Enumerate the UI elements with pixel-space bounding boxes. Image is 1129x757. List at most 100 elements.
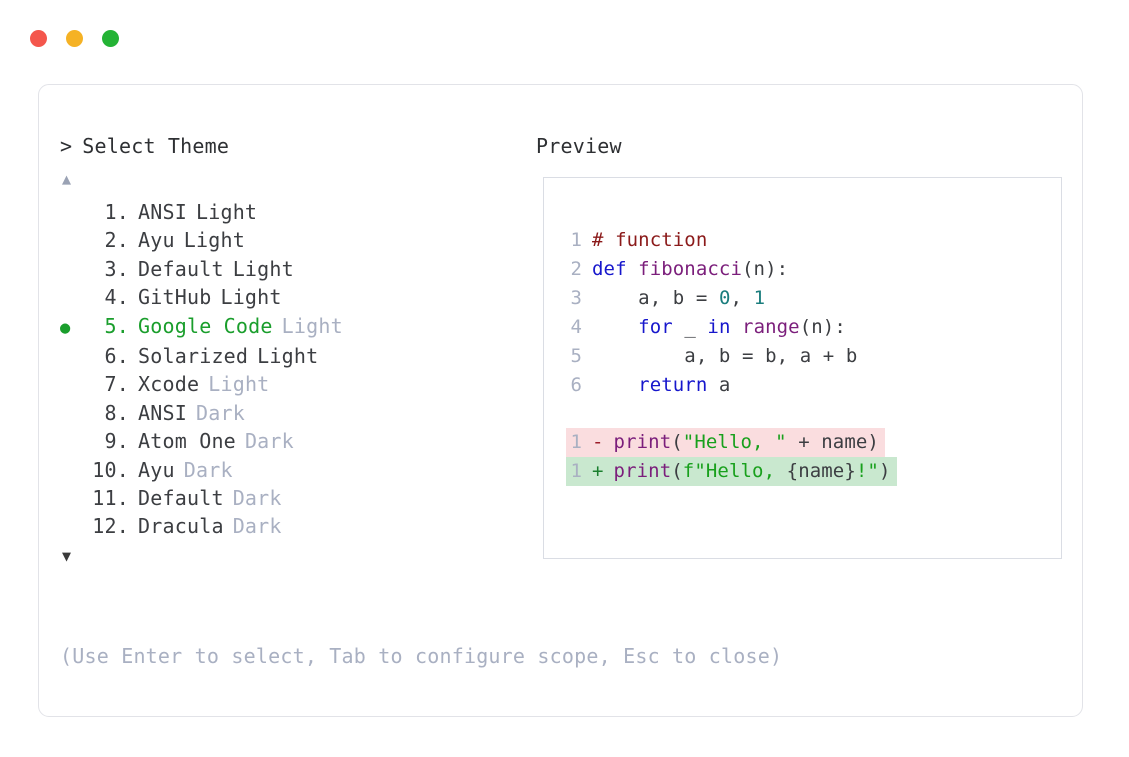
theme-item-variant: Light: [195, 200, 258, 224]
diff-line-removed: 1-print("Hello, " + name): [566, 428, 885, 457]
theme-list-item[interactable]: 2. Ayu Light: [60, 226, 530, 254]
theme-item-number: 1.: [92, 200, 129, 224]
code-token: {name}: [786, 460, 856, 482]
theme-list-item[interactable]: 12. Dracula Dark: [60, 512, 530, 540]
theme-item-variant: Dark: [183, 457, 233, 482]
selected-bullet-icon: ●: [60, 317, 71, 338]
scroll-up-icon[interactable]: ▲: [62, 170, 72, 188]
theme-item-number: 9.: [92, 429, 129, 454]
line-number: 1: [570, 431, 582, 453]
theme-item-variant: Light: [208, 372, 270, 397]
code-token: (: [671, 431, 683, 453]
theme-item-name: GitHub: [138, 285, 212, 310]
theme-list-item[interactable]: 9. Atom One Dark: [60, 427, 530, 455]
code-line: 5 a, b = b, a + b: [566, 342, 857, 371]
code-token: (n):: [799, 316, 846, 338]
diff-line-text: print(f"Hello, {name}!"): [614, 457, 897, 486]
theme-item-number: 12.: [92, 514, 129, 539]
theme-list-item[interactable]: 11. Default Dark: [60, 484, 530, 512]
prompt-caret-icon: >: [60, 134, 73, 158]
code-line-text: a, b = 0, 1: [592, 284, 765, 313]
code-token: ,: [730, 287, 754, 309]
diff-sign: +: [592, 460, 604, 482]
code-token: "Hello,: [694, 460, 787, 482]
code-token: range: [742, 316, 800, 338]
theme-item-variant: Dark: [232, 514, 282, 539]
diff-line-added: 1+print(f"Hello, {name}!"): [566, 457, 897, 486]
code-token: def: [592, 258, 639, 280]
line-number: 1: [570, 229, 582, 251]
scroll-down-icon[interactable]: ▼: [62, 546, 72, 565]
code-token: !": [855, 460, 879, 482]
code-token: ): [878, 460, 891, 482]
line-number: 2: [570, 258, 582, 280]
theme-item-number: 5.: [92, 313, 129, 338]
theme-list-item[interactable]: 1. ANSI Light: [60, 198, 530, 226]
close-dot[interactable]: [30, 30, 47, 47]
code-line: 6 return a: [566, 371, 730, 400]
code-token: "Hello, ": [682, 431, 787, 453]
preview-label: Preview: [536, 134, 622, 158]
theme-item-variant: Dark: [244, 429, 294, 454]
theme-item-name: ANSI: [138, 200, 187, 224]
code-token: + name): [786, 431, 879, 453]
theme-item-number: 3.: [92, 256, 129, 281]
code-token: [730, 316, 742, 338]
theme-item-variant: Dark: [232, 486, 282, 511]
minimize-dot[interactable]: [66, 30, 83, 47]
theme-item-number: 10.: [92, 457, 129, 482]
maximize-dot[interactable]: [102, 30, 119, 47]
code-line: 4 for _ in range(n):: [566, 313, 846, 342]
theme-item-variant: Dark: [195, 400, 245, 425]
theme-item-number: 4.: [92, 285, 129, 310]
code-token: 0: [718, 287, 731, 309]
code-token: a, b = b, a + b: [592, 345, 858, 367]
line-number: 3: [570, 287, 582, 309]
code-token: for: [638, 316, 673, 338]
theme-item-name: Default: [138, 486, 224, 511]
line-number: 4: [570, 316, 582, 338]
theme-item-name: Dracula: [138, 514, 224, 539]
theme-item-variant: Light: [183, 228, 245, 253]
prompt-header: > Select Theme: [60, 132, 530, 160]
code-line: 3 a, b = 0, 1: [566, 284, 765, 313]
theme-item-name: Atom One: [138, 429, 236, 454]
theme-item-number: 2.: [92, 228, 129, 253]
code-token: a, b =: [592, 287, 719, 309]
code-token: f: [682, 460, 695, 482]
theme-item-name: ANSI: [138, 400, 187, 425]
code-line-text: return a: [592, 371, 730, 400]
theme-item-variant: Light: [232, 256, 294, 281]
code-token: in: [707, 316, 731, 338]
theme-item-name: Solarized: [138, 344, 249, 369]
code-token: _: [672, 316, 708, 338]
code-line: 1# function: [566, 226, 707, 255]
code-line-text: a, b = b, a + b: [592, 342, 857, 371]
code-token: (: [671, 460, 683, 482]
theme-item-name: Ayu: [138, 228, 175, 253]
theme-item-number: 11.: [92, 486, 129, 511]
code-token: 1: [753, 287, 766, 309]
code-line-text: for _ in range(n):: [592, 313, 846, 342]
theme-item-variant: Light: [257, 344, 319, 369]
diff-sign: -: [592, 431, 604, 453]
code-token: a: [707, 374, 731, 396]
theme-item-variant: Light: [281, 313, 343, 338]
keyboard-hint: (Use Enter to select, Tab to configure s…: [60, 644, 783, 668]
diff-line-text: print("Hello, " + name): [614, 428, 885, 457]
page-title: Select Theme: [82, 134, 230, 158]
window-controls: [30, 30, 119, 47]
